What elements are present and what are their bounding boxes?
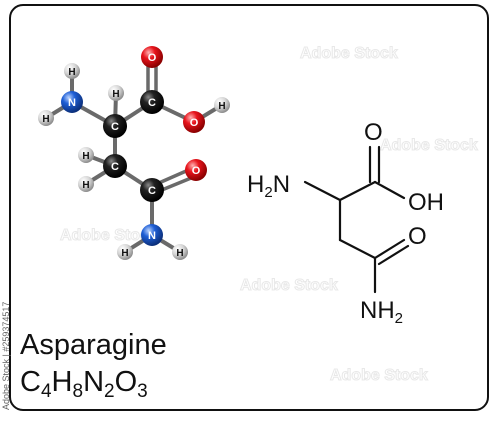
atom-label: H (112, 89, 119, 100)
atom-label: N (148, 230, 156, 242)
atom-label: H (218, 101, 225, 112)
formula-element: C (20, 366, 41, 398)
svg-text:Adobe Stock: Adobe Stock (330, 367, 428, 384)
formula-element: H (51, 366, 73, 398)
atom-label: C (111, 121, 119, 133)
atom-label: C (148, 97, 156, 109)
hydrogen-atom (172, 244, 188, 260)
carbon-atom (103, 154, 127, 178)
hydrogen-atom (78, 147, 94, 163)
carbonyl-oxygen-label: O (364, 119, 383, 146)
atom-label: C (111, 161, 119, 173)
atom-label: H (42, 114, 49, 125)
ball-and-stick-model: H H H H H H H H O O O (38, 46, 230, 260)
formula-subscript: 8 (72, 381, 84, 402)
svg-text:Adobe Stock: Adobe Stock (380, 137, 478, 154)
amine-label: H2N (247, 171, 290, 201)
formula-element: N (83, 366, 105, 398)
carbon-atom (140, 90, 164, 114)
atom-label: H (68, 67, 75, 78)
atom-label: O (192, 165, 201, 177)
formula-subscript: 2 (104, 381, 115, 402)
watermark: Adobe Stock Adobe Stock Adobe Stock Adob… (60, 45, 479, 385)
atom-label: O (190, 117, 199, 129)
hydrogen-atom (38, 110, 54, 126)
hydrogen-atom (117, 244, 133, 260)
amide-nh2-label: NH2 (360, 297, 403, 327)
atom-label: H (121, 248, 128, 259)
compound-name: Asparagine (20, 329, 167, 361)
amide-oxygen-label: O (408, 223, 427, 250)
oxygen-atom (141, 46, 163, 68)
hydrogen-atom (78, 176, 94, 192)
hydroxyl-label: OH (408, 189, 444, 216)
stock-credit: Adobe Stock | #259374517 (1, 301, 11, 410)
nitrogen-atom (141, 224, 163, 246)
atom-label: N (68, 97, 76, 109)
atom-label: H (176, 248, 183, 259)
skeletal-bonds (303, 145, 410, 294)
hydrogen-atom (64, 63, 80, 79)
oxygen-atom (183, 111, 205, 133)
carbon-atom (140, 178, 164, 202)
formula-subscript: 3 (137, 381, 148, 402)
atom-label: O (148, 52, 157, 64)
svg-text:Adobe Stock: Adobe Stock (300, 45, 398, 62)
diagram-frame (9, 4, 489, 411)
atom-label: H (82, 180, 89, 191)
hydrogen-atom (108, 85, 124, 101)
atom-label: H (82, 151, 89, 162)
oxygen-atom (185, 159, 207, 181)
carbon-atom (103, 114, 127, 138)
svg-text:Adobe Stock: Adobe Stock (60, 227, 158, 244)
atom-label: C (148, 185, 156, 197)
skeletal-formula: H2N O OH O NH2 (247, 119, 444, 327)
heavy-atoms: O O O N N C C C C (61, 46, 207, 246)
formula-element: O (114, 366, 138, 398)
hydrogen-atoms: H H H H H H H H (38, 63, 230, 260)
svg-text:Adobe Stock: Adobe Stock (240, 277, 338, 294)
molecular-formula: C4H8N2O3 (20, 366, 148, 402)
formula-subscript: 4 (40, 381, 52, 402)
nitrogen-atom (61, 91, 83, 113)
hydrogen-atom (214, 97, 230, 113)
